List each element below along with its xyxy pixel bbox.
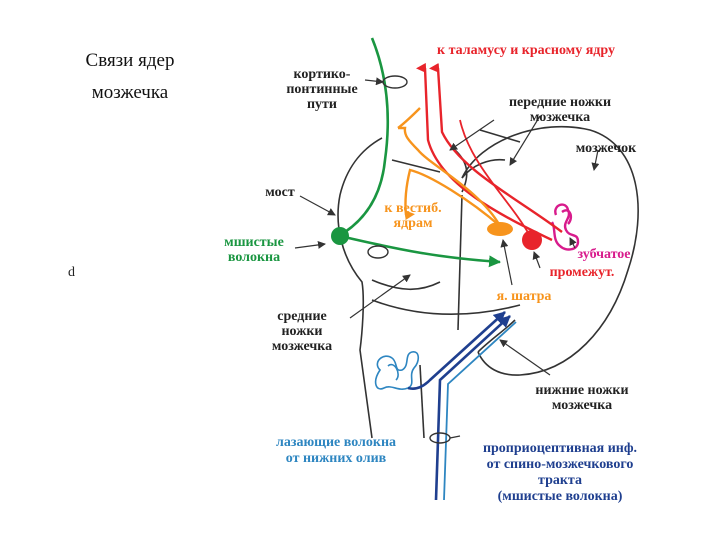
label-middle-peduncles-2: ножки	[281, 324, 322, 339]
label-middle-peduncles-3: мозжечка	[272, 339, 332, 354]
climbing-fibers-pathway	[407, 311, 506, 391]
leader-lines	[294, 77, 600, 439]
interposed-pathway	[459, 119, 531, 237]
label-proprio-1: проприоцептивная инф.	[483, 441, 637, 456]
title-line-2: мозжечка	[92, 82, 169, 103]
label-vestib-2: ядрам	[394, 216, 433, 231]
orange-pathway-upper	[398, 126, 502, 227]
label-pons: мост	[265, 185, 295, 200]
label-cerebellum: мозжечок	[576, 141, 637, 156]
thalamus-pathway-1	[416, 62, 553, 242]
title-line-1: Связи ядер	[86, 50, 175, 71]
label-middle-peduncles-1: средние	[277, 309, 326, 324]
label-climbing-2: от нижних олив	[286, 451, 387, 466]
label-dentate: зубчатое	[577, 247, 630, 262]
vestibular-pathway	[404, 168, 501, 227]
label-fastigial: я. шатра	[497, 289, 552, 304]
label-proprio-2: от спино-мозжечкового	[487, 457, 634, 472]
label-cortico-2: понтинные	[286, 82, 357, 97]
label-vestib-1: к вестиб.	[384, 201, 441, 216]
label-interposed: промежут.	[550, 265, 615, 280]
corticopontine-tract	[344, 37, 390, 234]
label-mossy-2: волокна	[228, 250, 280, 265]
label-cortico-3: пути	[307, 97, 337, 112]
cerebellum-outline	[461, 126, 639, 376]
fastigial-nucleus	[487, 222, 513, 236]
brainstem-outline	[337, 137, 521, 439]
label-proprio-3: тракта	[538, 473, 582, 488]
label-cortico-1: кортико-	[294, 67, 351, 82]
label-proprio-4: (мшистые волокна)	[498, 489, 623, 504]
label-front-peduncles-1: передние ножки	[509, 95, 611, 110]
label-lower-peduncles-1: нижние ножки	[535, 383, 628, 398]
interposed-nucleus	[522, 230, 542, 250]
dentate-nucleus-shape	[550, 203, 580, 251]
orange-pathway-loop	[397, 107, 421, 129]
mossy-marker	[367, 245, 389, 259]
side-letter: d	[68, 265, 75, 280]
label-climbing-1: лазающие волокна	[276, 435, 396, 450]
spinocerebellar-tract-inner	[443, 321, 517, 501]
label-thalamus: к таламусу и красному ядру	[437, 43, 615, 58]
spinocerebellar-tract	[434, 315, 511, 501]
mossy-fibers-pathway	[339, 234, 501, 268]
label-front-peduncles-2: мозжечка	[530, 110, 590, 125]
inferior-olive-coil	[374, 351, 420, 390]
label-lower-peduncles-2: мозжечка	[552, 398, 612, 413]
thalamus-pathway-2	[429, 62, 563, 233]
cortico-marker	[382, 75, 408, 89]
label-mossy-1: мшистые	[224, 235, 284, 250]
